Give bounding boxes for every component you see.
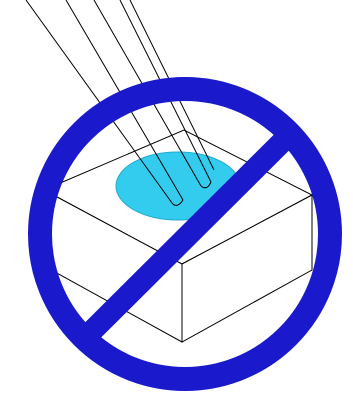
no-touch-warning-illustration <box>0 0 353 398</box>
